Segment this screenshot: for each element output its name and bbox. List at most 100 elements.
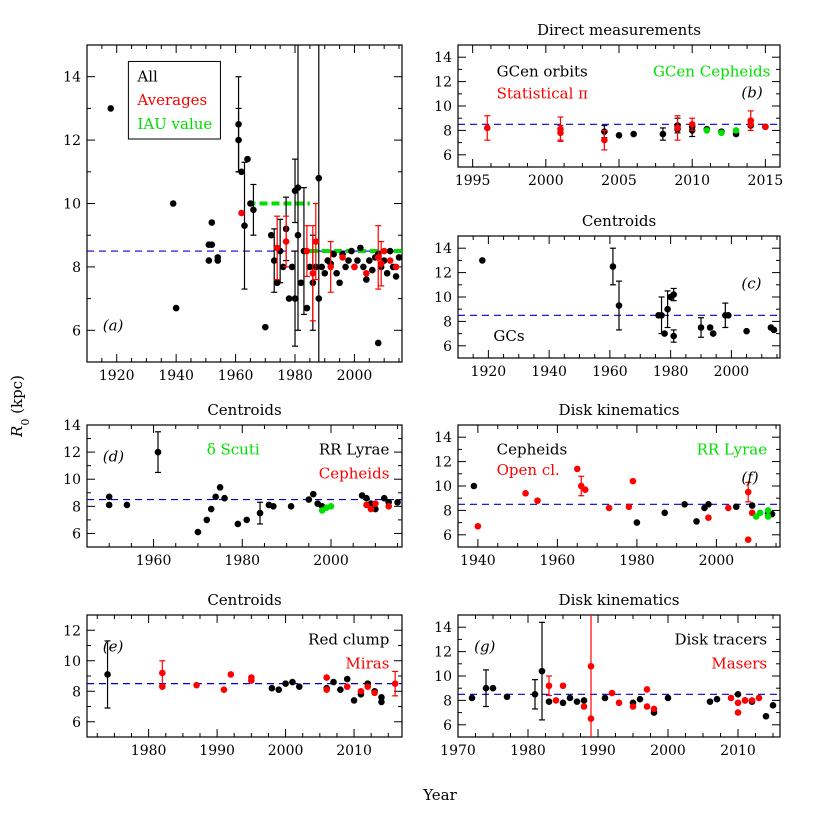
data-point <box>123 501 131 509</box>
x-tick-label: 1920 <box>99 368 135 384</box>
data-point <box>363 501 370 509</box>
data-point <box>169 200 177 207</box>
data-point <box>681 501 688 508</box>
x-tick-label: 1960 <box>136 553 172 569</box>
data-point <box>468 694 476 702</box>
legend-entry: All <box>136 67 158 85</box>
data-point <box>380 494 388 502</box>
data-point <box>330 250 337 258</box>
panel-label: (e) <box>103 638 124 656</box>
data-point <box>323 686 330 694</box>
data-point <box>727 694 735 702</box>
x-axis-label: Year <box>422 786 457 804</box>
data-point <box>243 516 251 524</box>
data-layer <box>105 431 401 536</box>
data-point <box>474 522 482 530</box>
data-point <box>378 698 385 706</box>
data-point <box>391 680 399 687</box>
data-point <box>220 686 228 694</box>
data-point <box>744 488 752 496</box>
data-point <box>383 269 391 277</box>
data-point <box>503 693 511 701</box>
legend-entry: GCen Cepheids <box>653 63 770 81</box>
data-point <box>483 124 491 132</box>
panel-title: Centroids <box>207 591 281 609</box>
legend-entry: Cepheids <box>319 465 390 483</box>
data-point <box>769 701 777 709</box>
data-point <box>351 263 358 271</box>
data-point <box>291 295 299 302</box>
data-point <box>748 502 756 509</box>
data-point <box>238 209 245 217</box>
panel-title: Direct measurements <box>537 21 701 39</box>
data-point <box>580 697 588 704</box>
y-tick-label: 6 <box>443 718 452 734</box>
data-point <box>289 678 296 686</box>
data-point <box>531 691 539 698</box>
y-tick-label: 14 <box>63 418 81 434</box>
x-tick-label: 1940 <box>460 553 496 569</box>
data-point <box>342 263 349 271</box>
data-point <box>205 257 213 264</box>
data-point <box>288 263 296 271</box>
y-axis-label-main: R <box>8 426 26 438</box>
data-point <box>629 703 637 710</box>
y-tick-label: 14 <box>63 70 81 86</box>
data-point <box>297 279 305 287</box>
data-point <box>615 131 623 139</box>
x-tick-label: 1960 <box>540 553 576 569</box>
legend-entry: GCs <box>493 327 524 345</box>
data-point <box>287 503 295 510</box>
data-layer <box>483 110 769 151</box>
x-tick-label: 1980 <box>510 743 546 759</box>
x-tick-label: 2000 <box>268 743 304 759</box>
data-point <box>273 244 281 252</box>
x-tick-label: 2015 <box>748 173 784 189</box>
data-point <box>734 699 742 707</box>
data-point <box>366 257 373 264</box>
data-point <box>295 683 303 690</box>
data-point <box>337 686 344 694</box>
data-point <box>581 486 589 493</box>
y-tick-label: 12 <box>434 266 452 282</box>
data-point <box>172 304 180 312</box>
data-point <box>392 263 400 271</box>
data-point <box>330 678 337 686</box>
data-point <box>214 254 222 261</box>
data-point <box>248 677 255 684</box>
y-tick-label: 6 <box>443 339 452 355</box>
data-point <box>348 247 355 255</box>
legend: GCs <box>493 327 524 345</box>
data-point <box>372 500 379 507</box>
data-point <box>354 257 361 264</box>
data-point <box>697 324 705 331</box>
data-point <box>661 330 668 337</box>
y-tick-label: 10 <box>63 654 81 670</box>
data-point <box>207 505 215 513</box>
data-point <box>732 127 740 134</box>
panel-label: (c) <box>741 274 761 292</box>
x-tick-label: 2010 <box>674 173 710 189</box>
data-point <box>234 520 242 528</box>
data-point <box>378 694 385 701</box>
data-point <box>343 683 351 690</box>
data-point <box>303 304 311 312</box>
data-point <box>709 330 717 337</box>
data-point <box>268 684 276 692</box>
data-point <box>601 694 609 702</box>
data-point <box>159 683 166 690</box>
data-point <box>203 516 211 524</box>
data-point <box>661 509 669 517</box>
data-point <box>305 496 313 503</box>
x-tick-label: 1980 <box>224 553 260 569</box>
data-point <box>247 200 254 207</box>
x-tick-label: 2000 <box>714 364 750 380</box>
x-tick-label: 2000 <box>313 553 349 569</box>
data-point <box>705 514 712 522</box>
data-point <box>734 709 742 716</box>
data-point <box>629 477 637 485</box>
